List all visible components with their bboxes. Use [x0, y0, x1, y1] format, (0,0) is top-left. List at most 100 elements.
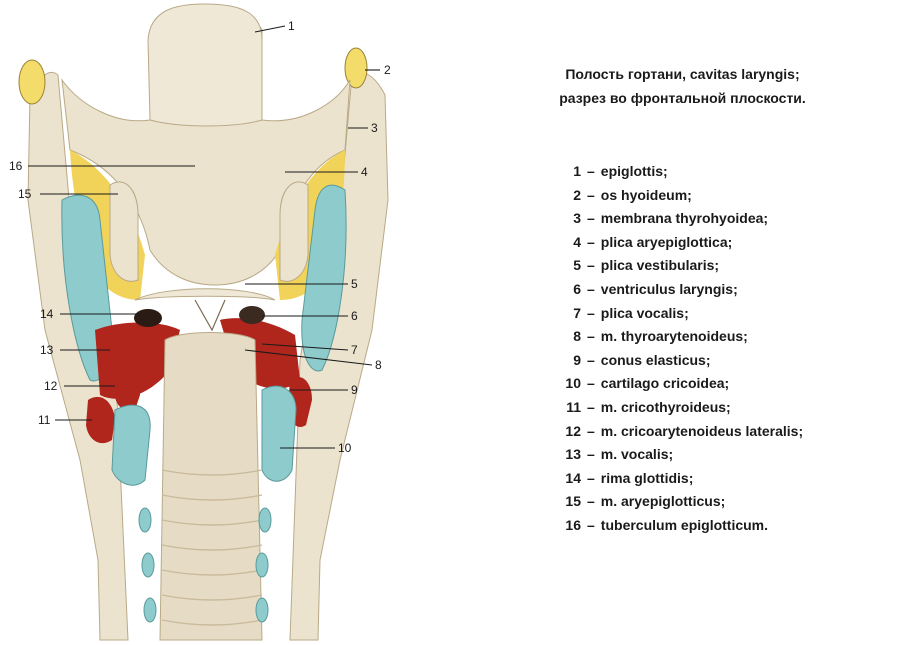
legend-number: 11	[566, 398, 581, 415]
legend-dash: –	[587, 163, 595, 179]
legend-number: 3	[573, 210, 581, 227]
vestibular-folds	[134, 288, 276, 301]
left-cricothyroid-muscle	[86, 396, 115, 444]
legend-dash: –	[587, 233, 595, 250]
legend-term: cartilago cricoidea;	[600, 375, 730, 392]
legend-term: m. thyroarytenoideus;	[600, 328, 748, 345]
legend-dash: –	[587, 210, 595, 227]
legend-term: os hyoideum;	[600, 186, 692, 203]
legend-dash: –	[587, 351, 595, 368]
legend-number: 1	[573, 163, 581, 179]
legend-term: epiglottis;	[600, 163, 668, 179]
legend-term: ventriculus laryngis;	[600, 280, 738, 297]
left-cricoarytenoid-muscle	[115, 381, 140, 412]
label-15: 15	[18, 187, 32, 201]
label-13: 13	[40, 343, 54, 357]
legend-dash: –	[587, 516, 595, 533]
legend-number: 9	[573, 351, 581, 368]
left-cricoid-cartilage	[111, 404, 151, 486]
trachea	[159, 332, 263, 641]
label-11: 11	[38, 413, 51, 427]
figure-caption: Полость гортани, cavitas laryngis; разре…	[470, 62, 895, 110]
legend-number: 6	[573, 280, 581, 297]
legend-term: m. cricothyroideus;	[600, 398, 731, 415]
legend-number: 16	[565, 516, 581, 533]
legend-item: 5–plica vestibularis;	[555, 254, 803, 278]
left-tracheal-cartilages	[138, 507, 157, 623]
legend-dash: –	[587, 304, 595, 321]
label-8: 8	[375, 358, 382, 372]
label-12: 12	[44, 379, 58, 393]
label-10: 10	[338, 441, 352, 455]
legend-number: 12	[565, 422, 581, 439]
legend-item: 2–os hyoideum;	[555, 184, 803, 208]
legend-item: 7–plica vocalis;	[555, 302, 803, 326]
legend-term: m. vocalis;	[600, 446, 674, 463]
legend-dash: –	[587, 493, 595, 510]
figure-labels: 1 2 3 16 4 15 5 14 6 13 7 8 12 9 11 10	[9, 19, 391, 455]
legend-item: 10–cartilago cricoidea;	[555, 372, 803, 396]
right-ventricle	[239, 306, 265, 324]
legend-term: membrana thyrohyoidea;	[600, 210, 769, 227]
legend-item: 11–m. cricothyroideus;	[555, 396, 803, 420]
legend-term: conus elasticus;	[600, 351, 711, 368]
label-4: 4	[361, 165, 368, 179]
legend-dash: –	[587, 446, 595, 463]
legend-term: m. aryepiglotticus;	[600, 493, 726, 510]
legend-item: 8–m. thyroarytenoideus;	[555, 325, 803, 349]
larynx-frontal-section-figure: 1 2 3 16 4 15 5 14 6 13 7 8 12 9 11 10	[9, 3, 391, 641]
right-thyroid-cartilage	[301, 184, 347, 372]
legend-number: 4	[573, 233, 581, 250]
right-cricoid-cartilage	[261, 385, 297, 482]
legend-term: m. cricoarytenoideus lateralis;	[600, 422, 804, 439]
right-aryepiglottic-fold	[279, 181, 309, 282]
label-6: 6	[351, 309, 358, 323]
label-2: 2	[384, 63, 391, 77]
tracheal-rings	[161, 469, 263, 626]
legend-item: 4–plica aryepiglottica;	[555, 231, 803, 255]
label-5: 5	[351, 277, 358, 291]
label-9: 9	[351, 383, 358, 397]
legend-term: plica vestibularis;	[600, 257, 720, 274]
legend-number: 8	[573, 328, 581, 345]
legend-number: 15	[565, 493, 581, 510]
label-3: 3	[371, 121, 378, 135]
legend-item: 16–tuberculum epiglotticum.	[555, 514, 803, 538]
legend-number: 5	[573, 257, 581, 274]
caption-line-2: разрез во фронтальной плоскости.	[559, 90, 806, 106]
legend-number: 14	[565, 469, 581, 486]
caption-line-1: Полость гортани, cavitas laryngis;	[565, 66, 800, 82]
legend-item: 9–conus elasticus;	[555, 349, 803, 373]
legend-item: 3–membrana thyrohyoidea;	[555, 207, 803, 231]
legend-dash: –	[587, 280, 595, 297]
legend-term: rima glottidis;	[600, 469, 694, 486]
legend-item: 6–ventriculus laryngis;	[555, 278, 803, 302]
legend-dash: –	[587, 328, 595, 345]
legend-number: 13	[565, 446, 581, 463]
legend-dash: –	[587, 469, 595, 486]
rima-glottidis	[194, 299, 226, 332]
legend-item: 12–m. cricoarytenoideus lateralis;	[555, 420, 803, 444]
legend-term: plica vocalis;	[600, 304, 689, 321]
label-7: 7	[351, 343, 358, 357]
legend-item: 13–m. vocalis;	[555, 443, 803, 467]
legend-item: 15–m. aryepiglotticus;	[555, 490, 803, 514]
legend-item: 14–rima glottidis;	[555, 467, 803, 491]
legend-number: 10	[565, 375, 581, 392]
right-tracheal-cartilages	[255, 507, 272, 623]
left-aryepiglottic-fold	[109, 181, 139, 282]
label-16: 16	[9, 159, 23, 173]
legend-dash: –	[587, 186, 595, 203]
legend-term: tuberculum epiglotticum.	[600, 516, 769, 533]
legend-dash: –	[587, 398, 595, 415]
legend-dash: –	[587, 375, 595, 392]
leader-lines	[28, 25, 380, 449]
label-1: 1	[288, 19, 295, 33]
legend-term: plica aryepiglottica;	[600, 233, 733, 250]
legend-list: 1–epiglottis;2–os hyoideum;3–membrana th…	[555, 160, 803, 538]
legend-dash: –	[587, 422, 595, 439]
label-14: 14	[40, 307, 54, 321]
legend-number: 2	[573, 186, 581, 203]
left-vocal-muscles	[95, 322, 180, 399]
left-ventricle	[134, 309, 162, 327]
